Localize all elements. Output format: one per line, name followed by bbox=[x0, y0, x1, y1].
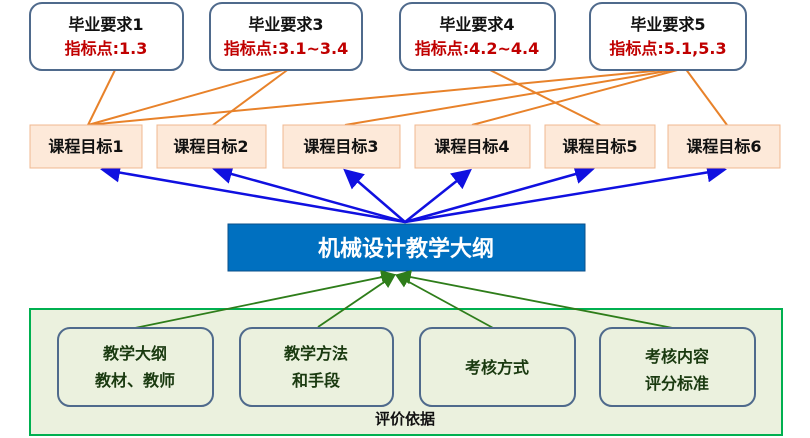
outline-goal-arrows bbox=[100, 162, 727, 224]
basis-syllabus-arrows bbox=[129, 269, 679, 330]
goal-label: 课程目标3 bbox=[303, 137, 378, 156]
goal-box bbox=[156, 124, 267, 169]
goal-box bbox=[544, 124, 656, 169]
svg-text:毕业要求5: 毕业要求5 bbox=[630, 15, 705, 34]
basis-text: 考核内容 bbox=[645, 347, 709, 366]
basis-box bbox=[57, 327, 214, 407]
basis-box bbox=[239, 327, 394, 407]
basis-text: 考核方式 bbox=[465, 358, 529, 377]
goal-label: 课程目标4 bbox=[434, 137, 509, 156]
requirement-box: 毕业要求4 指标点:4.2~4.4 bbox=[399, 2, 556, 71]
goal-box bbox=[414, 124, 531, 169]
basis-text: 评分标准 bbox=[645, 374, 709, 393]
goal-label: 课程目标2 bbox=[173, 137, 248, 156]
svg-text:毕业要求4: 毕业要求4 bbox=[439, 15, 514, 34]
goal-label: 课程目标6 bbox=[686, 137, 761, 156]
basis-text: 教材、教师 bbox=[95, 371, 175, 390]
svg-text:毕业要求3: 毕业要求3 bbox=[248, 15, 323, 34]
svg-text:毕业要求1: 毕业要求1 bbox=[68, 15, 143, 34]
svg-text:指标点:1.3: 指标点:1.3 bbox=[65, 39, 148, 58]
svg-text:指标点:3.1~3.4: 指标点:3.1~3.4 bbox=[224, 39, 349, 58]
basis-text: 教学大纲 bbox=[103, 344, 167, 363]
svg-text:指标点:4.2~4.4: 指标点:4.2~4.4 bbox=[415, 39, 540, 58]
goal-box bbox=[282, 124, 401, 169]
requirement-box: 毕业要求3 指标点:3.1~3.4 bbox=[209, 2, 363, 71]
goal-box bbox=[667, 124, 781, 169]
requirement-goal-links bbox=[87, 67, 728, 126]
requirement-box: 毕业要求1 指标点:1.3 bbox=[29, 2, 184, 71]
basis-box bbox=[419, 327, 576, 407]
goal-box bbox=[29, 124, 143, 169]
basis-text: 和手段 bbox=[292, 371, 341, 390]
goal-label: 课程目标5 bbox=[562, 137, 637, 156]
requirement-box: 毕业要求5 指标点:5.1,5.3 bbox=[589, 2, 747, 71]
syllabus-box bbox=[227, 223, 586, 272]
evaluation-basis-label: 评价依据 bbox=[375, 410, 435, 428]
basis-box bbox=[599, 327, 756, 407]
goal-label: 课程目标1 bbox=[48, 137, 123, 156]
svg-text:指标点:5.1,5.3: 指标点:5.1,5.3 bbox=[609, 39, 726, 58]
syllabus-title: 机械设计教学大纲 bbox=[318, 236, 494, 262]
basis-text: 教学方法 bbox=[284, 344, 348, 363]
